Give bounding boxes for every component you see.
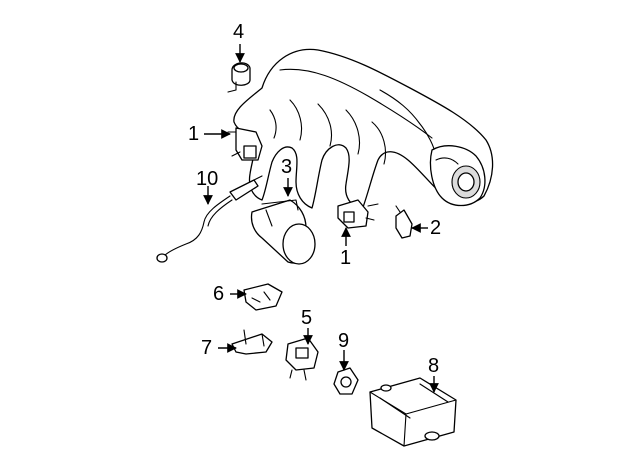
part-7-bracket <box>231 329 273 355</box>
callout-4: 4 <box>233 21 245 43</box>
callout-8: 8 <box>428 355 440 377</box>
callout-10: 10 <box>196 168 219 190</box>
part-6-module <box>243 283 283 311</box>
intake-manifold <box>233 48 494 211</box>
callout-7: 7 <box>201 337 213 359</box>
callout-5: 5 <box>301 307 313 329</box>
part-1-lower-valve <box>337 199 379 229</box>
callout-3: 3 <box>281 156 293 178</box>
callout-9: 9 <box>338 330 350 352</box>
leader-lines <box>203 44 439 393</box>
callout-1-lower: 1 <box>340 247 352 269</box>
part-9-valve <box>333 367 359 395</box>
callout-6: 6 <box>213 283 225 305</box>
part-8-evap-canister <box>369 377 457 447</box>
part-3-canister <box>250 199 316 265</box>
part-4-vacuum-sensor <box>227 62 251 93</box>
part-5-solenoid <box>285 337 319 381</box>
callout-1-upper: 1 <box>188 123 200 145</box>
callout-2: 2 <box>430 217 442 239</box>
part-2-sensor <box>395 205 413 239</box>
part-10-oxygen-sensor <box>156 175 263 263</box>
part-1-upper-valve <box>227 127 263 161</box>
